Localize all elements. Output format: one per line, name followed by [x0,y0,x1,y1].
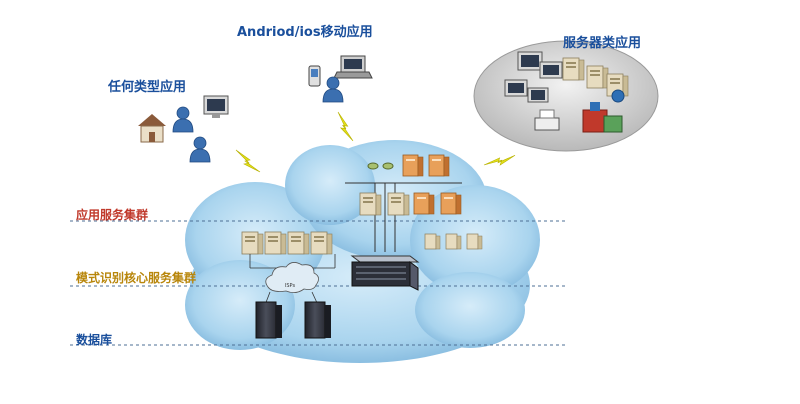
server-app-label: 服务器类应用 [563,36,642,51]
isp-label: ISPs [285,283,296,289]
building-icon [582,102,623,133]
rack-icon [304,301,331,339]
any-type-app-label: 任何类型应用 [108,80,187,95]
monitor-icon [504,51,563,103]
mobile-app-label: Andriod/ios移动应用 [237,25,373,40]
pattern-core-cluster [241,231,483,291]
rack-icon [350,255,420,291]
globe-icon [611,89,625,103]
user-icon [172,106,211,163]
app-service-cluster [345,154,462,252]
laptop-icon [333,55,373,79]
printer-icon [534,109,560,131]
database-label: 数据库 [76,333,113,347]
phone-icon [308,65,321,87]
app-service-cluster-label: 应用服务集群 [76,208,149,222]
router-icon [367,162,394,170]
layer-separators [70,220,565,346]
cloud [185,140,540,363]
house-icon [138,114,166,143]
rack-icon [255,301,282,339]
mobile-clients [308,55,373,103]
monitor-icon [203,95,229,118]
server-group [473,40,659,152]
any-type-clients [138,95,229,163]
user-icon [322,76,344,103]
pattern-core-cluster-label: 模式识别核心服务集群 [76,271,197,285]
database-racks [255,301,331,339]
